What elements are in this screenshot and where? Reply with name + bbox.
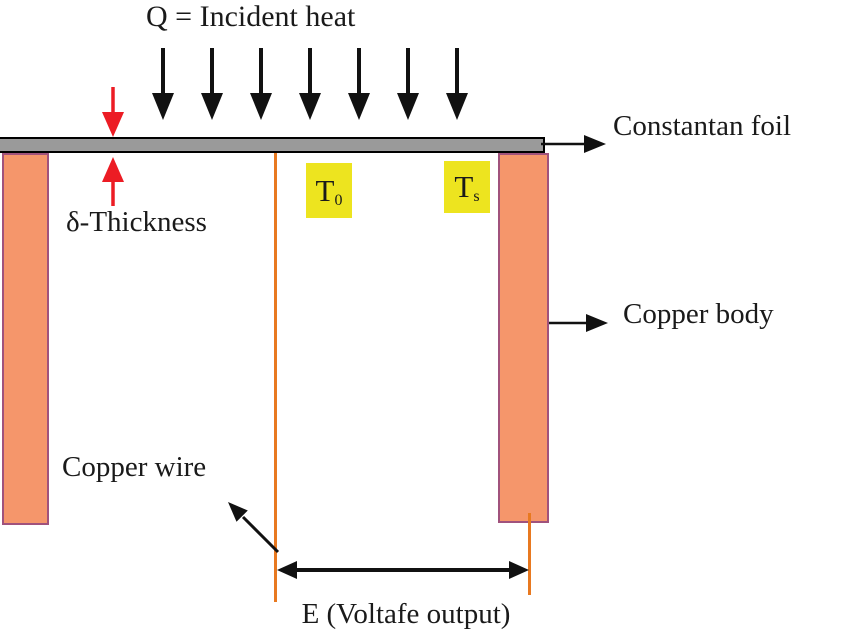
constantan-foil-label: Constantan foil [613, 110, 792, 142]
copper-wire-label: Copper wire [62, 451, 207, 483]
copper-body-arrow [549, 314, 608, 332]
incident-heat-title: Q = Incident heat [146, 0, 356, 33]
thickness-label: δ-Thickness [66, 206, 207, 238]
voltage-output-label: E (Voltafe output) [301, 598, 511, 630]
copper-wire-right [528, 513, 531, 595]
constantan-foil-arrow [541, 135, 606, 153]
copper-wire-left [274, 153, 277, 602]
ts-subscript: s [473, 188, 480, 205]
t0-subscript: 0 [334, 191, 343, 209]
copper-body-right-column [498, 153, 549, 523]
thickness-arrow-top [102, 87, 124, 137]
copper-wire-arrow [228, 502, 280, 554]
t0-symbol: T [315, 172, 335, 208]
ts-symbol: T [454, 169, 474, 204]
voltage-span-arrow [277, 561, 529, 579]
incident-heat-arrows [152, 48, 468, 120]
thickness-arrow-bottom [102, 157, 124, 206]
copper-body-label: Copper body [623, 298, 774, 330]
constantan-foil-bar [0, 137, 545, 153]
copper-body-left-column [2, 153, 49, 525]
